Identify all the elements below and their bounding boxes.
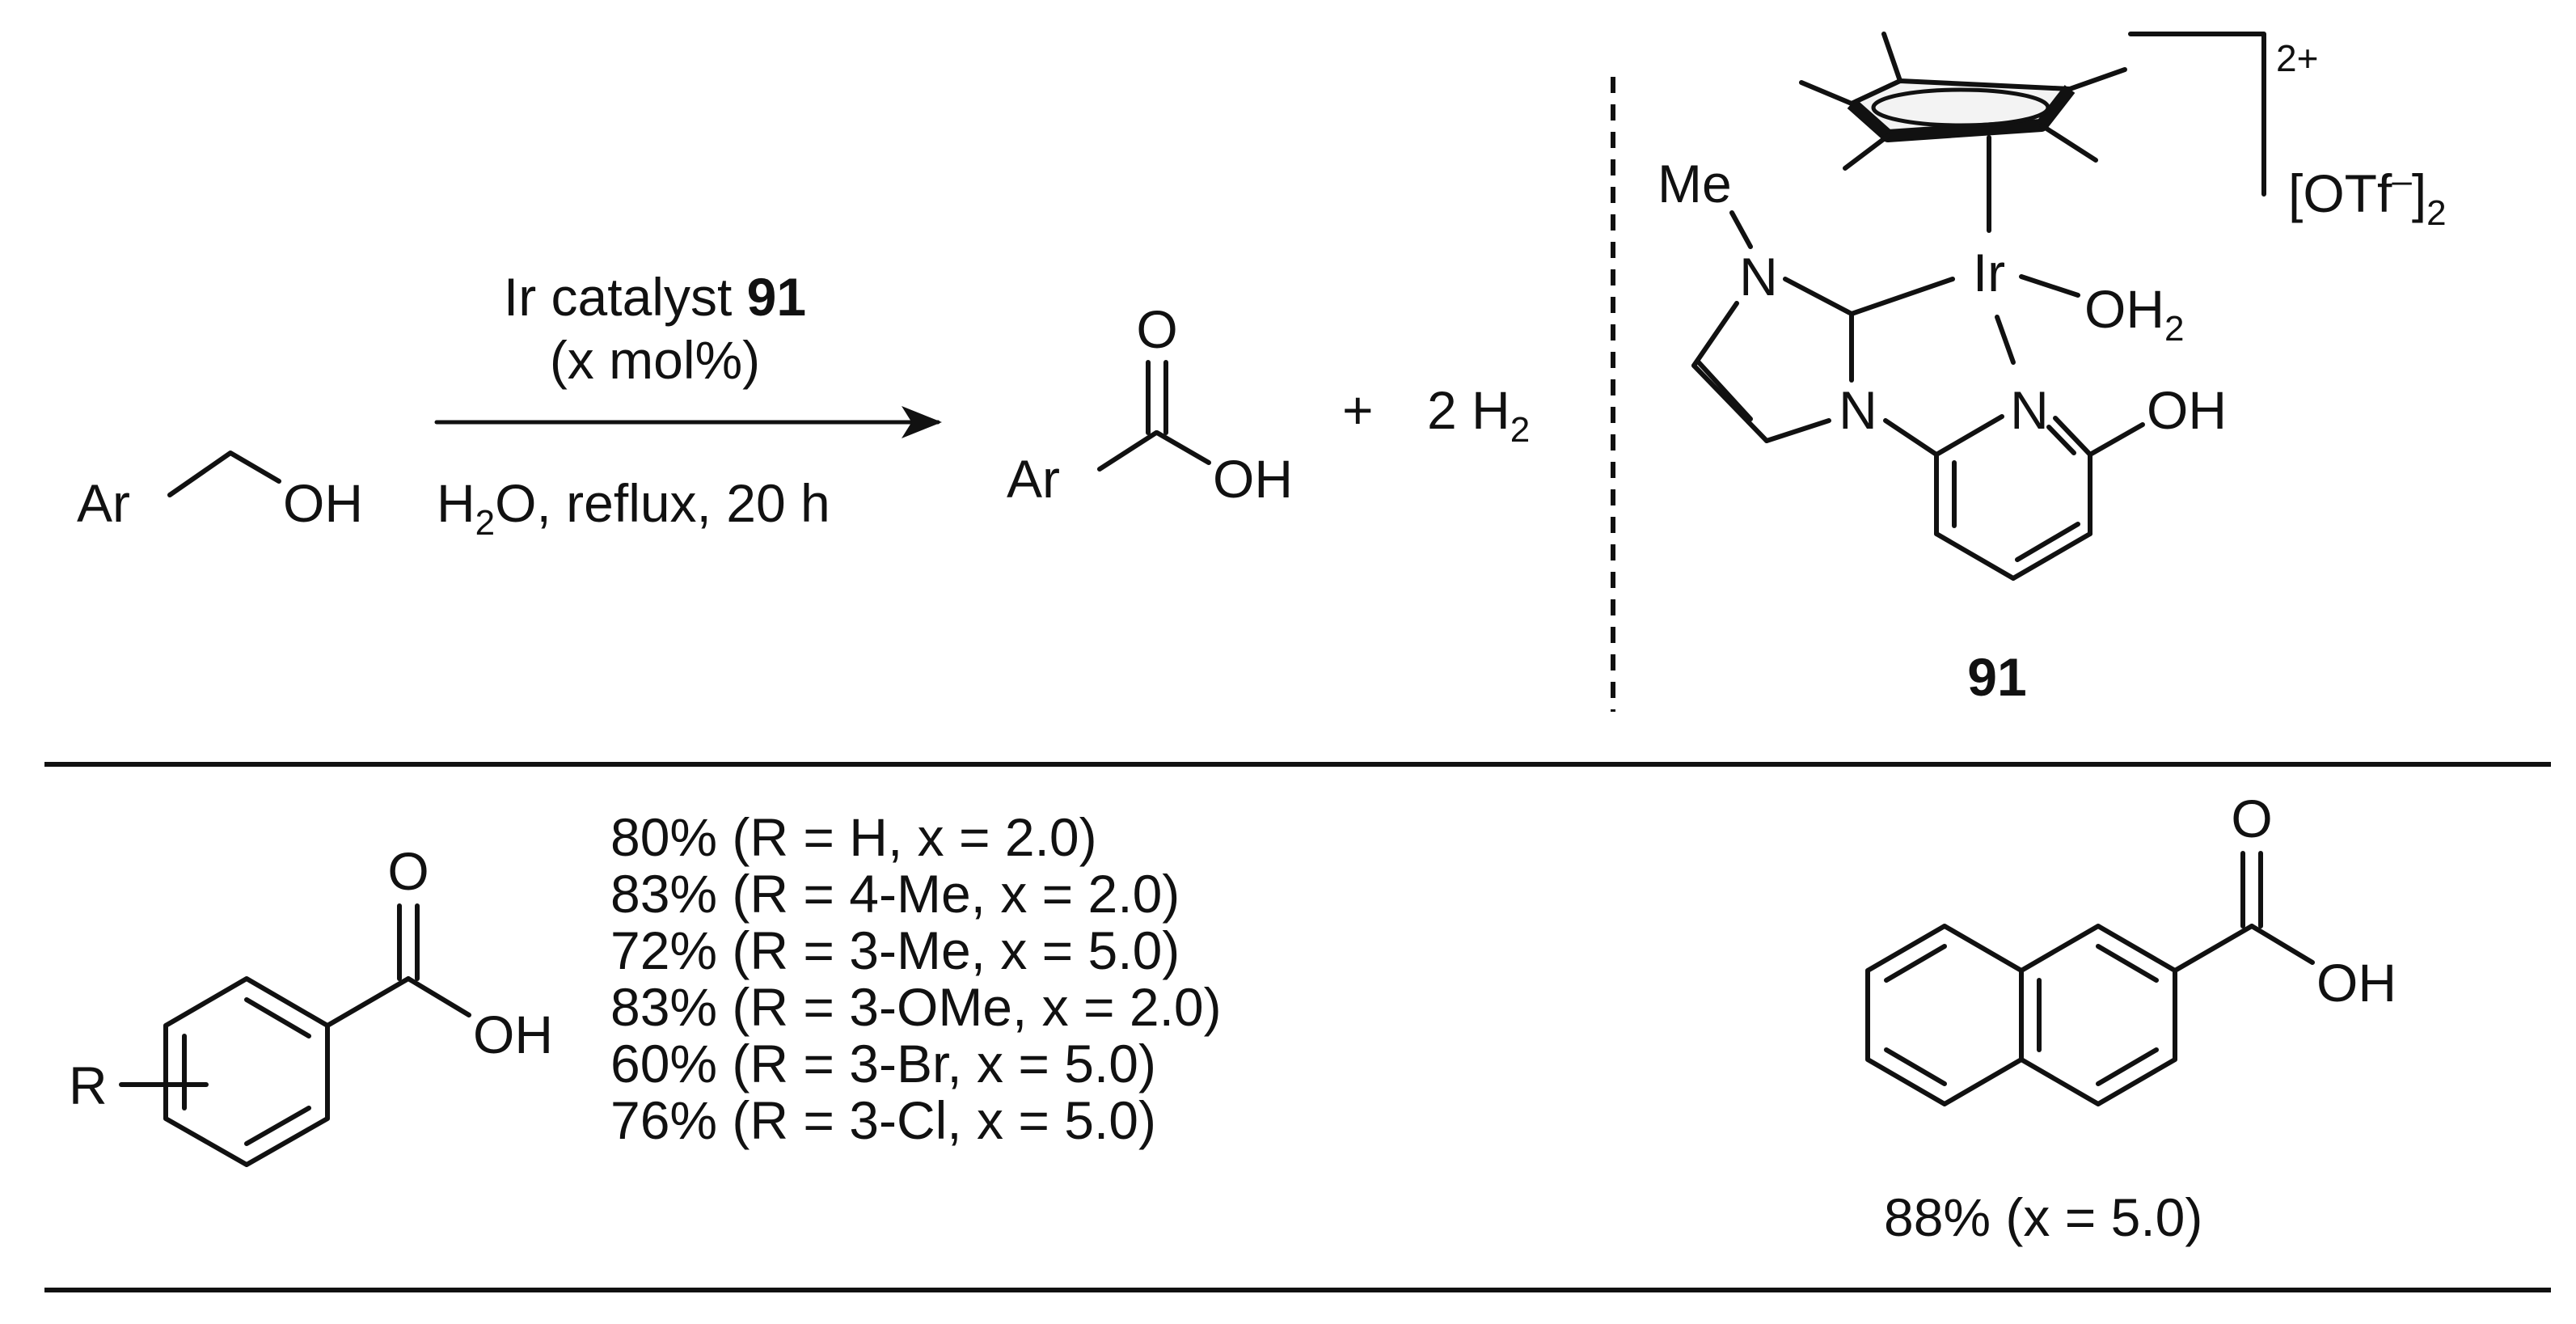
benzoic-ring-c-bond [325,976,411,1028]
product-carboxylic-acid: Ar O OH [1007,299,1293,509]
ir-water-bond [2019,274,2080,298]
cp-methyl-1 [1881,32,1902,83]
naphthalene-double-5 [2096,1047,2159,1086]
product-o-label: O [1136,299,1177,359]
iridium-label: Ir [1973,243,2005,302]
benzene-inner-double-2 [244,1106,311,1146]
cp-methyl-2 [1799,80,1854,106]
yield-item: 83% (R = 4-Me, x = 2.0) [610,864,1180,924]
benzene-ring [163,976,330,1167]
cp-star-ring-front [1847,85,2076,142]
charge-bracket [2128,32,2266,197]
benzoic-c-oh-bond [406,976,471,1017]
naphthalene-double-2 [1884,1047,1947,1086]
naphthalene-right-ring [2019,924,2177,1106]
reactant-benzyl-alcohol: Ar OH [77,450,363,533]
product-bond-ar-c [1097,430,1159,472]
imidazole-c4-c5-bond [1691,363,1769,443]
aqua-ligand-label: OH2 [2084,279,2184,349]
catalyst-91-structure: 2+ [OTf–]2 Ir OH2 Me N N N [1658,32,2447,707]
naphthalene-double-4 [2096,944,2159,983]
cp-methyl-5 [2067,67,2127,91]
pyridine-c4-c5-bond [2011,531,2092,581]
carbene-ir-bond [1849,277,1955,316]
yield-item: 72% (R = 3-Me, x = 5.0) [610,920,1180,980]
reaction-arrow-group: Ir catalyst 91 (x mol%) H2O, reflux, 20 … [434,267,942,543]
charge-label: 2+ [2276,37,2318,79]
yield-list: 80% (R = H, x = 2.0) 83% (R = 4-Me, x = … [610,807,1222,1150]
naphthoic-o-label: O [2231,789,2272,848]
cp-methyl-4 [2039,123,2098,163]
n-methyl-label: Me [1658,154,1732,214]
product-ar-label: Ar [1007,449,1060,509]
benzoic-o-label: O [387,841,429,901]
imidazole-c4-c5-double [1696,359,1753,421]
pyridine-c6-n-double [2046,425,2076,455]
cp-methyl-3 [1843,133,1890,171]
naphthalene-left-ring [1865,924,2024,1106]
naphthoic-ring-c-bond [2173,924,2254,973]
imidazole-n1-label: N [1739,247,1778,307]
imidazole-pyridine-bond [1883,418,1939,457]
ir-pyridine-n-bond [1995,315,2016,365]
imidazole-n1-c2-bond [1783,277,1854,316]
catalyst-number-label: 91 [1967,647,2026,707]
r-substituent-label: R [69,1055,108,1115]
benzene-inner-double-1 [244,997,311,1038]
pyridine-c6-n-bond [2053,416,2092,457]
product-oh-label: OH [1213,449,1293,509]
yield-item: 76% (R = 3-Cl, x = 5.0) [610,1090,1156,1150]
imidazole-n3-label: N [1839,380,1877,440]
pyridine-c3-c4-bond [1934,531,2016,581]
reactant-oh-label: OH [283,473,363,533]
arrow-condition-solvent: H2O, reflux, 20 h [437,473,830,543]
byproduct-h2-label: 2 H2 [1427,380,1530,450]
imidazole-n3-c4-bond [1764,418,1831,443]
reactant-bonds [167,450,281,497]
cp-star-aromatic-circle [1871,87,2050,128]
pyridine-c6-oh-bond [2088,422,2145,457]
imidazole-c5-n1-bond [1691,301,1739,368]
pyridine-c2-n-bond [1934,414,2004,457]
naphthoic-yield-label: 88% (x = 5.0) [1884,1187,2202,1247]
pyridine-oh-label: OH [2147,380,2227,440]
naphthoic-c-oh-bond [2249,924,2315,965]
yield-item: 80% (R = H, x = 2.0) [610,807,1097,867]
methyl-n-bond [1729,210,1753,249]
counterion-label: [OTf–]2 [2288,161,2447,233]
naphthoic-acid: O OH 88% (x = 5.0) [1865,789,2397,1247]
byproduct-hydrogen: + 2 H2 [1342,380,1530,450]
yield-item: 83% (R = 3-OMe, x = 2.0) [610,977,1222,1037]
reaction-equation: Ar OH Ir catalyst 91 (x mol%) H2O, reflu… [77,77,1615,712]
arrow-condition-loading: (x mol%) [550,330,760,390]
reactant-ar-label: Ar [77,473,130,533]
plus-sign: + [1342,380,1374,440]
naphthoic-oh-label: OH [2316,953,2397,1013]
yield-item: 60% (R = 3-Br, x = 5.0) [610,1034,1156,1093]
naphthalene-double-1 [1884,944,1947,983]
product-bond-c-oh [1155,430,1211,465]
arrow-condition-catalyst: Ir catalyst 91 [504,267,806,327]
pyridine-c4-c5-double [2015,522,2080,562]
benzoic-oh-label: OH [473,1005,553,1064]
pyridine-n-label: N [2010,380,2049,440]
substituted-benzoic-acid: R O OH [69,841,553,1167]
